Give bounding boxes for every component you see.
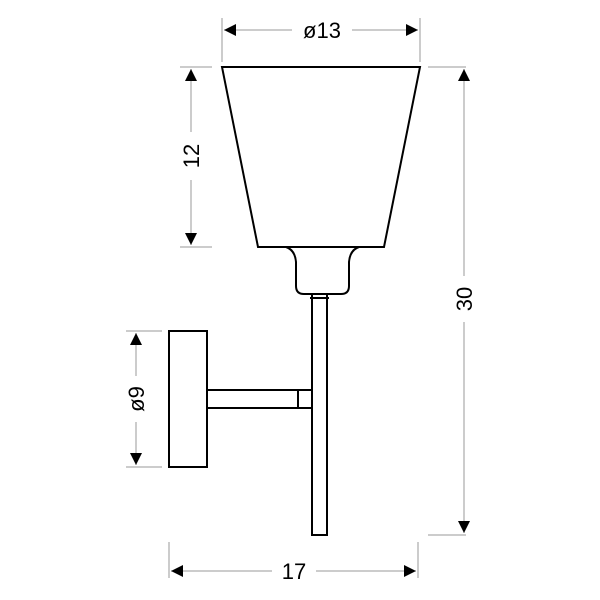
total-height-label: 30 <box>452 287 477 311</box>
dimension-shade-diameter: ø13 <box>221 18 421 62</box>
dimension-total-depth: 17 <box>168 542 419 584</box>
shade-height-label: 12 <box>179 144 204 168</box>
dimension-total-height: 30 <box>428 66 477 536</box>
wall-plate <box>168 330 208 468</box>
lamp-arm <box>206 389 313 409</box>
shade-diameter-label: ø13 <box>303 18 341 43</box>
base-diameter-label: ø9 <box>124 386 149 412</box>
total-depth-label: 17 <box>282 559 306 584</box>
lamp-rod <box>310 293 329 536</box>
dimension-shade-height: 12 <box>179 66 212 248</box>
lamp-shade <box>220 66 422 248</box>
lamp-socket <box>285 246 360 295</box>
dimension-base-diameter: ø9 <box>124 330 162 468</box>
